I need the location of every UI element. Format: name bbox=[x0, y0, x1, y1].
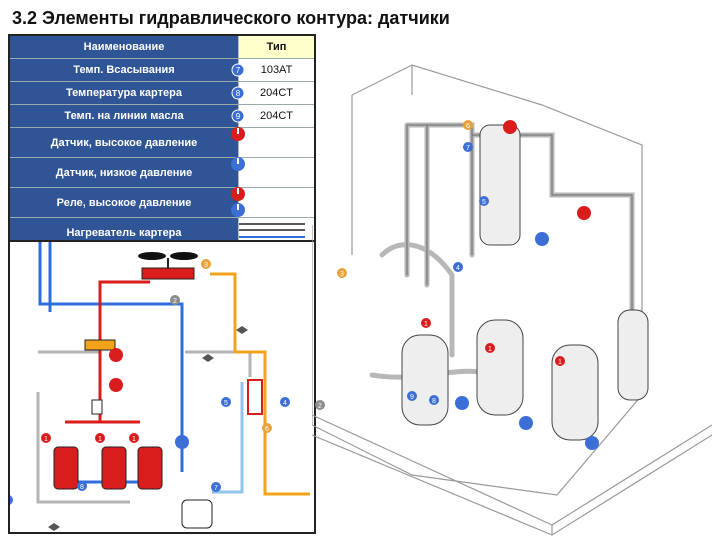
svg-text:1: 1 bbox=[132, 436, 136, 443]
table-row: Реле, высокое давление bbox=[10, 187, 314, 218]
svg-text:6: 6 bbox=[466, 123, 470, 130]
svg-text:3: 3 bbox=[340, 271, 344, 278]
svg-text:9: 9 bbox=[8, 498, 10, 505]
marker-label: 8 bbox=[236, 89, 241, 98]
marker-label: 7 bbox=[236, 66, 241, 75]
row-type-value: 103AT bbox=[260, 64, 293, 76]
svg-text:1: 1 bbox=[98, 436, 102, 443]
low-pressure-sensor-icon bbox=[231, 157, 245, 171]
receiver-icon bbox=[181, 499, 213, 529]
pressure-sensor-icon bbox=[109, 348, 189, 449]
svg-text:7: 7 bbox=[466, 145, 470, 152]
table-row: Датчик, низкое давление bbox=[10, 157, 314, 188]
sensor-marker-icon: 7 bbox=[231, 63, 245, 77]
page-title: 3.2 Элементы гидравлического контура: да… bbox=[12, 8, 450, 28]
row-type bbox=[231, 187, 314, 217]
row-type bbox=[231, 157, 314, 187]
svg-text:1: 1 bbox=[488, 346, 492, 353]
unit-isometric-view: 6 7 5 4 3 2 9 8 1 1 1 bbox=[312, 64, 713, 536]
condenser-fan-icon bbox=[138, 252, 198, 280]
filter-icon bbox=[91, 399, 103, 415]
svg-text:7: 7 bbox=[214, 485, 218, 492]
svg-text:4: 4 bbox=[456, 265, 460, 272]
sensor-marker-icon: 8 bbox=[231, 86, 245, 100]
sensor-marker-icon: 9 bbox=[231, 109, 245, 123]
table-row: Темп. на линии масла 9 204CT bbox=[10, 105, 314, 128]
svg-text:6: 6 bbox=[265, 426, 269, 433]
marker-label: 9 bbox=[236, 112, 241, 121]
row-type-value: 204CT bbox=[259, 110, 294, 122]
svg-text:9: 9 bbox=[410, 394, 414, 401]
svg-text:8: 8 bbox=[80, 484, 84, 491]
sensor-table: Наименование Тип Темп. Всасывания 7 103A… bbox=[8, 34, 316, 249]
row-type: 8 204CT bbox=[231, 82, 314, 104]
suction-pipe bbox=[38, 242, 184, 392]
brine-pipe bbox=[212, 382, 244, 494]
compressor-icon bbox=[53, 446, 163, 490]
row-name: Температура картера bbox=[10, 82, 239, 104]
header-type: Тип bbox=[239, 36, 314, 58]
svg-text:1: 1 bbox=[558, 359, 562, 366]
svg-text:5: 5 bbox=[224, 400, 228, 407]
svg-text:4: 4 bbox=[283, 400, 287, 407]
low-pressure-switch-icon bbox=[231, 203, 245, 217]
row-name: Темп. Всасывания bbox=[10, 59, 239, 81]
oil-separator-icon bbox=[84, 339, 116, 351]
row-name: Датчик, низкое давление bbox=[10, 158, 239, 187]
discharge-orange-pipe bbox=[210, 272, 310, 496]
compressor-icon bbox=[401, 319, 599, 441]
heater-lines-icon bbox=[239, 223, 305, 238]
row-name: Темп. на линии масла bbox=[10, 105, 239, 127]
row-type: 7 103AT bbox=[231, 59, 314, 81]
separator-tank-icon bbox=[479, 124, 521, 246]
pressure-sensor-icon bbox=[455, 120, 599, 450]
svg-text:1: 1 bbox=[44, 436, 48, 443]
heat-exchanger-icon bbox=[247, 379, 263, 415]
svg-text:2: 2 bbox=[318, 403, 322, 410]
row-name: Датчик, высокое давление bbox=[10, 128, 239, 157]
svg-text:2: 2 bbox=[173, 298, 177, 305]
row-type: 9 204CT bbox=[231, 105, 314, 127]
row-name: Реле, высокое давление bbox=[10, 188, 239, 217]
svg-text:3: 3 bbox=[204, 262, 208, 269]
row-type-value: 204CT bbox=[259, 87, 294, 99]
svg-text:1: 1 bbox=[424, 321, 428, 328]
table-row: Температура картера 8 204CT bbox=[10, 82, 314, 105]
row-type bbox=[231, 127, 314, 157]
hydraulic-schematic: 2 3 5 4 6 7 8 9 1 1 1 bbox=[8, 240, 316, 534]
table-row: Датчик, высокое давление bbox=[10, 127, 314, 158]
high-pressure-switch-icon bbox=[231, 187, 245, 201]
table-row: Темп. Всасывания 7 103AT bbox=[10, 59, 314, 82]
high-pressure-sensor-icon bbox=[231, 127, 245, 141]
table-header-row: Наименование Тип bbox=[10, 36, 314, 59]
svg-text:5: 5 bbox=[482, 199, 486, 206]
header-name: Наименование bbox=[10, 36, 239, 58]
marker-icon: 6 7 5 4 3 2 9 8 1 1 1 bbox=[315, 120, 565, 410]
svg-text:8: 8 bbox=[432, 398, 436, 405]
oil-separator-icon bbox=[617, 309, 649, 401]
valve-icon bbox=[48, 326, 248, 531]
marker-icon: 2 3 5 4 6 7 8 9 1 1 1 bbox=[8, 259, 290, 505]
